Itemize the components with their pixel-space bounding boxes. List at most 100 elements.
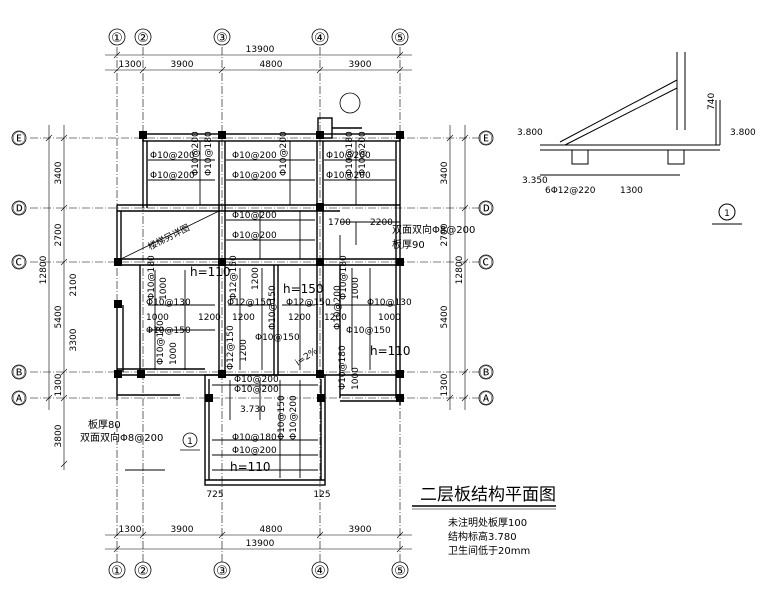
dim-bottom-seg-1: 1300 — [119, 525, 142, 535]
axis-label-row-B-right: Ⓑ — [479, 366, 492, 381]
rebar-label: Φ10@150 — [268, 285, 278, 330]
elevation-label: 3.730 — [240, 405, 266, 415]
slope-label: i=2% — [294, 346, 320, 368]
axis-label-row-E-right: Ⓔ — [479, 132, 492, 147]
dim-top-seg-2: 3900 — [171, 60, 194, 70]
dim-bottom-seg-3: 4800 — [260, 525, 283, 535]
rebar-label: Φ10@180 — [232, 433, 277, 443]
rebar-label: Φ10@200 — [234, 375, 279, 385]
title-note-1: 未注明处板厚100 — [448, 516, 527, 529]
slab-thickness: h=110 — [230, 460, 271, 474]
dim-right-seg-4: 1300 — [440, 373, 450, 396]
dim-left-seg-4: 3300 — [69, 328, 79, 351]
dim-bottom-total: 13900 — [246, 539, 275, 549]
dim-small-125: 125 — [313, 490, 330, 500]
axis-label-col-3-top: ③ — [216, 31, 228, 46]
dim-right-seg-2: 2700 — [440, 223, 450, 246]
rebar-label: Φ10@200 — [232, 446, 277, 456]
axis-bubbles-right — [478, 130, 494, 406]
axis-label-col-1-top: ① — [111, 31, 123, 46]
axis-label-row-D-left: Ⓓ — [12, 202, 25, 217]
dim-left-seg-2: 2700 — [54, 223, 64, 246]
detail-dim-740: 740 — [707, 93, 717, 110]
rebar-label: Φ10@180 — [345, 131, 355, 176]
rebar-label: Φ10@130 — [146, 298, 191, 308]
dim-label: 1700 — [328, 218, 351, 228]
axis-bubbles-bottom — [108, 561, 409, 579]
dim-bottom-seg-2: 3900 — [171, 525, 194, 535]
rebar-label: Φ12@150 — [229, 255, 239, 300]
rebar-label: Φ10@150 — [255, 333, 300, 343]
dim-left-seg-5: 1300 — [54, 373, 64, 396]
rebar-label: Φ10@150 — [346, 326, 391, 336]
rebar-label: Φ10@180 — [147, 255, 157, 300]
dim-right-total: 12800 — [455, 255, 465, 284]
rebar-label: Φ12@150 — [286, 298, 331, 308]
detail-elev-3800-left: 3.800 — [517, 128, 543, 138]
rebar-label: 1000 — [146, 313, 169, 323]
rebar-label: Φ10@200 — [333, 285, 343, 330]
rebar-label: Φ10@200 — [279, 131, 289, 176]
dim-top-seg-1: 1300 — [119, 60, 142, 70]
columns — [114, 131, 404, 402]
rebar-label: Φ10@200 — [232, 171, 277, 181]
rebar-label: 1200 — [288, 313, 311, 323]
axis-label-row-D-right: Ⓓ — [479, 202, 492, 217]
dimension-lines — [45, 51, 469, 553]
rebar-label: Φ10@200 — [326, 151, 371, 161]
axis-label-row-C-left: Ⓒ — [12, 256, 25, 271]
rebar-label: Φ10@200 — [232, 211, 277, 221]
dim-left-3800: 3800 — [54, 424, 64, 447]
title-note-3: 卫生间低于20mm — [448, 544, 530, 557]
rebar-label: 1200 — [251, 267, 261, 290]
detail-tag: 1 — [724, 209, 730, 219]
rebar-label: Φ10@130 — [367, 298, 412, 308]
dim-left-5400: 5400 — [54, 305, 64, 328]
dim-small-725: 725 — [206, 490, 223, 500]
axis-label-col-4-top: ④ — [314, 31, 326, 46]
rebar-label: 1000 — [378, 313, 401, 323]
detail-elev-3800-right: 3.800 — [730, 128, 756, 138]
rebar-label: 1000 — [351, 367, 361, 390]
detail-elev-3350: 3.350 — [522, 176, 548, 186]
axis-label-row-A-right: Ⓐ — [479, 392, 492, 407]
axis-label-col-2-bottom: ② — [137, 564, 149, 579]
slab-thickness: h=110 — [190, 265, 231, 279]
symbols — [180, 92, 361, 451]
rebar-label: Φ10@150 — [277, 395, 287, 440]
rebar-label: Φ10@180 — [204, 131, 214, 176]
rebar-label: Φ10@200 — [358, 131, 368, 176]
thickness-note-80: 板厚80 — [88, 418, 121, 431]
rebar-label: 1000 — [159, 277, 169, 300]
title-block: 二层板结构平面图 未注明处板厚100 结构标高3.780 卫生间低于20mm — [412, 485, 556, 557]
dim-left-seg-3: 2100 — [69, 273, 79, 296]
slab-thickness: h=150 — [283, 282, 324, 296]
axis-label-row-C-right: Ⓒ — [479, 256, 492, 271]
detail-rebar: 6Φ12@220 — [545, 186, 596, 196]
section-detail — [540, 52, 742, 225]
drawing-title: 二层板结构平面图 — [420, 485, 556, 505]
axis-label-row-A-left: Ⓐ — [12, 392, 25, 407]
dim-right-seg-1: 3400 — [440, 161, 450, 184]
thickness-note-90: 板厚90 — [392, 238, 425, 251]
double-bar-note-left: 双面双向Φ8@200 — [80, 431, 163, 444]
axis-label-col-5-top: ⑤ — [394, 31, 406, 46]
double-bar-note-right: 双面双向Φ8@200 — [392, 223, 475, 236]
rebar-label: Φ10@200 — [289, 395, 299, 440]
rebar-label: Φ12@150 — [226, 325, 236, 370]
axis-label-col-2-top: ② — [137, 31, 149, 46]
dim-label: 2200 — [370, 218, 393, 228]
axis-label-col-1-bottom: ① — [111, 564, 123, 579]
rebar-label: 1200 — [239, 339, 249, 362]
stair-label: 楼梯另详图 — [146, 222, 192, 253]
dim-left-total: 12800 — [39, 255, 49, 284]
rebar-label: Φ10@200 — [234, 385, 279, 395]
rebar-label: Φ10@200 — [150, 151, 195, 161]
axis-bubbles-left — [11, 130, 27, 406]
section-mark-text: 1 — [187, 437, 193, 447]
rebar-label: Φ10@180 — [339, 255, 349, 300]
rebar-lines — [125, 141, 400, 478]
slab-thickness: h=110 — [370, 344, 411, 358]
dim-right-seg-3: 5400 — [440, 305, 450, 328]
